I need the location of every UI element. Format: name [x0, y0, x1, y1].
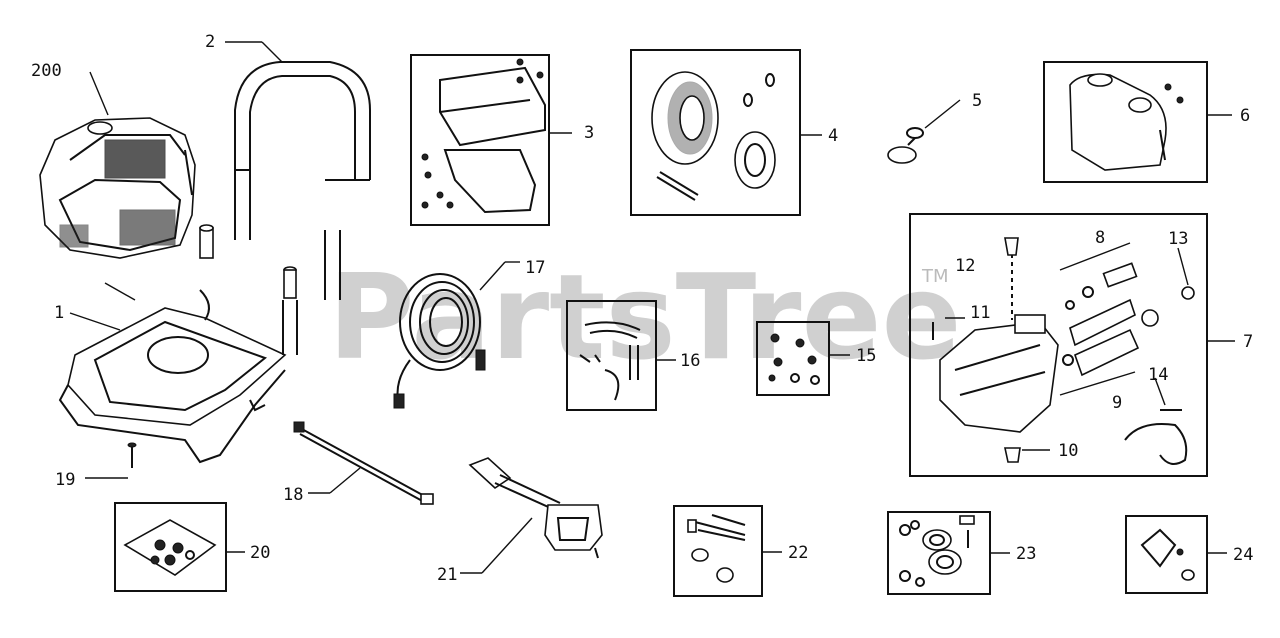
- engine-part[interactable]: [39, 117, 196, 259]
- part-20-box[interactable]: [114, 502, 227, 592]
- clip-part: [1140, 528, 1195, 581]
- label-7: 7: [1243, 332, 1253, 352]
- label-9: 9: [1112, 393, 1122, 413]
- label-22: 22: [788, 543, 808, 563]
- frame-part[interactable]: [58, 266, 298, 464]
- label-1: 1: [54, 303, 64, 323]
- part-15-box[interactable]: [756, 321, 830, 396]
- label-11: 11: [970, 303, 990, 323]
- part-6-box[interactable]: [1043, 61, 1208, 183]
- part-24-box[interactable]: [1125, 515, 1208, 594]
- label-5: 5: [972, 91, 982, 111]
- label-17: 17: [525, 258, 545, 278]
- label-12: 12: [955, 256, 975, 276]
- label-200: 200: [31, 61, 62, 81]
- part-4-box[interactable]: [630, 49, 801, 216]
- bolt-19-part[interactable]: [127, 442, 137, 468]
- part-16-box[interactable]: [566, 300, 657, 411]
- part-7-box[interactable]: [909, 213, 1208, 477]
- label-13: 13: [1168, 229, 1188, 249]
- fastener-part: [768, 333, 820, 385]
- part-22-box[interactable]: [673, 505, 763, 597]
- label-8: 8: [1095, 228, 1105, 248]
- label-18: 18: [283, 485, 303, 505]
- tube-part: [579, 321, 641, 401]
- label-3: 3: [584, 123, 594, 143]
- decal-part: [123, 519, 217, 576]
- bearing-part: [899, 515, 975, 587]
- bracket-part: [421, 58, 546, 214]
- hose-part[interactable]: [393, 273, 486, 409]
- label-21: 21: [437, 565, 457, 585]
- label-14: 14: [1148, 365, 1168, 385]
- label-24: 24: [1233, 545, 1253, 565]
- label-10: 10: [1058, 441, 1078, 461]
- label-16: 16: [680, 351, 700, 371]
- label-6: 6: [1240, 106, 1250, 126]
- cap-part[interactable]: [887, 127, 924, 164]
- watermark-text: PartsTree: [328, 248, 962, 386]
- tank-part: [1069, 73, 1184, 171]
- part-3-box[interactable]: [410, 54, 550, 226]
- label-15: 15: [856, 346, 876, 366]
- label-2: 2: [205, 32, 215, 52]
- label-20: 20: [250, 543, 270, 563]
- handle-part[interactable]: [234, 61, 371, 300]
- spacer-part[interactable]: [199, 224, 214, 259]
- label-19: 19: [55, 470, 75, 490]
- label-4: 4: [828, 126, 838, 146]
- wand-part[interactable]: [293, 421, 434, 505]
- wheel-part: [651, 71, 776, 201]
- label-23: 23: [1016, 544, 1036, 564]
- watermark-trademark: TM: [921, 266, 949, 287]
- spray-gun-part[interactable]: [468, 457, 603, 559]
- axle-part: [687, 514, 746, 583]
- pump-part: [932, 237, 1195, 465]
